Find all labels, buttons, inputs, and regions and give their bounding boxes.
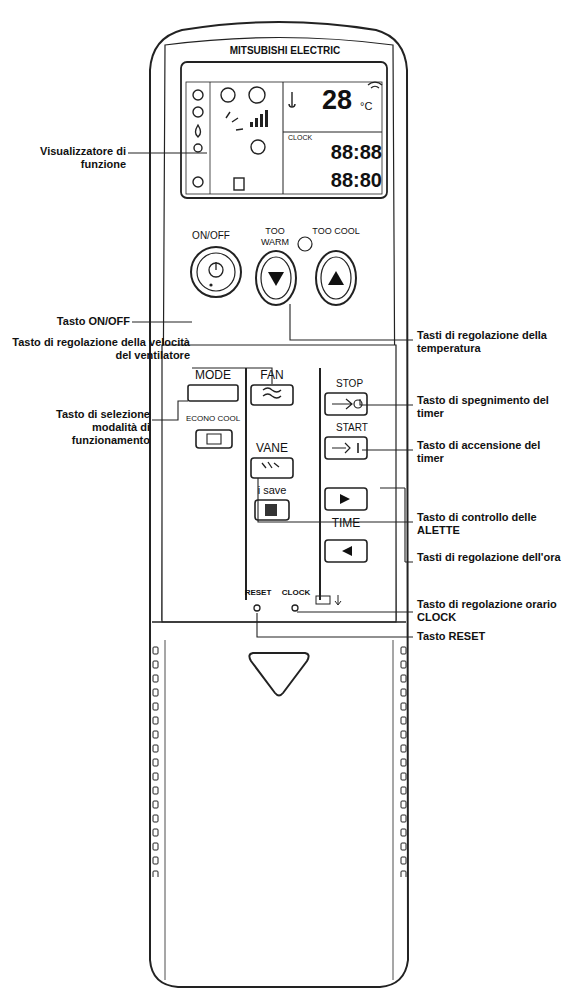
callout-label: Tasto di controllo delle ALETTE	[417, 511, 562, 537]
callout-label: Visualizzatore di funzione	[14, 145, 126, 171]
lcd-digits: 88:80	[300, 168, 382, 192]
lcd-label: CLOCK	[288, 134, 328, 142]
lcd-unit: °C	[360, 100, 380, 113]
callout-label: Tasto di regolazione della velocità del …	[4, 336, 190, 362]
callout-label: Tasto di spegnimento del timer	[417, 394, 562, 420]
brand-text: MITSUBISHI ELECTRIC	[205, 45, 365, 57]
button-label: TOO WARM	[252, 226, 298, 248]
button-label: VANE	[250, 441, 294, 455]
callout-label: Tasto ON/OFF	[30, 315, 130, 328]
callout-label: Tasti di regolazione della temperatura	[417, 329, 562, 355]
button-label: TOO COOL	[312, 226, 360, 237]
button-label: CLOCK	[276, 588, 316, 598]
lcd-digits: 28	[312, 84, 362, 116]
button-label: STOP	[336, 378, 386, 390]
button-label: FAN	[250, 368, 294, 382]
callout-label: Tasto di selezione modalità di funzionam…	[20, 408, 150, 448]
callout-label: Tasti di regolazione dell'ora	[417, 551, 562, 564]
button-label: ON/OFF	[186, 230, 236, 242]
callout-label: Tasto RESET	[417, 630, 562, 643]
button-label: MODE	[184, 368, 242, 382]
callout-label: Tasto di accensione del timer	[417, 439, 562, 465]
button-label: RESET	[238, 588, 278, 598]
button-label: ECONO COOL	[180, 414, 246, 424]
button-label: i save	[250, 484, 294, 497]
lcd-digits: 88:88	[300, 140, 382, 164]
callout-label: Tasto di regolazione orario CLOCK	[417, 598, 562, 624]
button-label: START	[336, 422, 386, 434]
button-label: TIME	[322, 516, 370, 530]
